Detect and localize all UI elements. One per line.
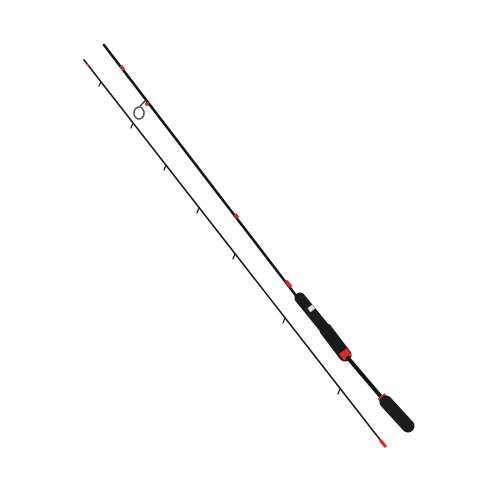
butt-section xyxy=(102,43,415,433)
tip-guide-6 xyxy=(282,317,286,324)
tip-section xyxy=(83,59,387,448)
stripper-guide-wrap xyxy=(145,102,149,106)
rear-shaft xyxy=(346,356,384,400)
tip-guide-1 xyxy=(98,81,102,87)
stripper-guide-foot xyxy=(139,99,147,107)
tip-guide-5 xyxy=(232,253,236,260)
butt-wrap-2 xyxy=(233,212,240,220)
tip-top-wrap xyxy=(86,63,90,67)
tip-guide-4 xyxy=(196,207,200,214)
reel-seat-logo-mark xyxy=(307,304,316,313)
stripper-guide xyxy=(133,99,149,120)
butt-wrap-3 xyxy=(284,279,293,289)
fore-grip xyxy=(294,292,332,336)
tip-guide-3 xyxy=(163,164,167,171)
tip-guide-2 xyxy=(130,122,134,129)
reel-seat xyxy=(319,323,352,362)
tip-ferrule-wrap xyxy=(379,439,387,448)
rear-grip xyxy=(379,395,415,433)
stripper-guide-ring xyxy=(133,106,145,120)
butt-section-blank xyxy=(102,43,309,312)
tip-section-blank xyxy=(83,59,386,447)
butt-wrap-1 xyxy=(119,65,126,71)
tip-guide-7 xyxy=(337,388,341,395)
